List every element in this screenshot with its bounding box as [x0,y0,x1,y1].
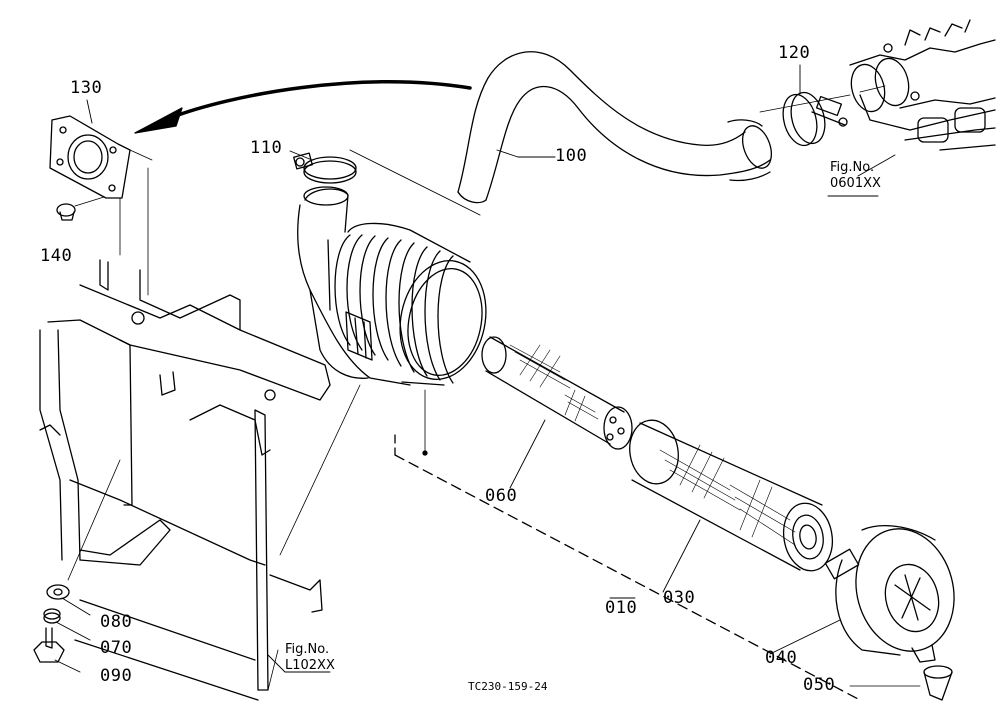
bolt-140 [56,196,105,221]
radiator-frame [39,149,361,701]
end-cap-040 [824,525,955,663]
label-080: 080 [100,612,133,632]
engine-ref-line2: 0601XX [830,176,881,192]
label-030: 030 [663,588,696,608]
frame-figure-reference: Fig.No. L102XX [285,642,335,675]
frame-ref-line1: Fig.No. [285,642,330,657]
air-cleaner-housing [297,186,487,386]
label-090: 090 [100,666,133,686]
drawing-code: TC230-159-24 [468,680,548,693]
label-120: 120 [778,43,811,63]
label-140: 140 [40,246,73,266]
label-100: 100 [555,146,588,166]
label-070: 070 [100,638,133,658]
outer-filter-030 [629,419,834,572]
assembly-bracket-010 [394,389,861,701]
engine-ref-line1: Fig.No. [830,160,875,175]
label-060: 060 [485,486,518,506]
label-010: 010 [605,598,638,618]
label-050: 050 [803,675,836,695]
hose-clamp-120 [782,91,848,147]
washer-080 [46,584,70,600]
knob-090 [33,627,65,663]
label-110: 110 [250,138,283,158]
frame-ref-line2: L102XX [285,658,335,674]
leader-lines [54,64,896,673]
dust-valve-050 [849,665,953,701]
inner-filter-060 [481,336,633,450]
engine-manifold [759,19,996,151]
mounting-plate-130 [49,115,131,199]
upper-hose [457,51,772,204]
label-040: 040 [765,648,798,668]
label-130: 130 [70,78,103,98]
assembly-arrow [134,80,472,134]
engine-figure-reference: Fig.No. 0601XX [830,160,881,193]
hose-clamp-110 [293,152,357,184]
nut-070 [43,608,61,624]
